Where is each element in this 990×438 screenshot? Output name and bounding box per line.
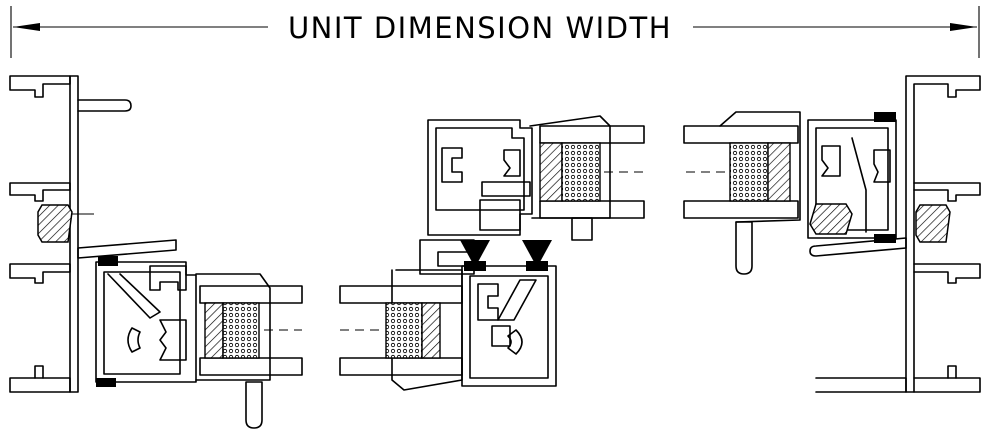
center-lower-spacer-core [385,302,423,359]
center-upper-sash [427,115,645,241]
center-left-fin-seal [460,240,490,262]
center-right-fin-seal [522,240,552,262]
center-left-gasket [464,261,486,271]
right-bottom-weatherstrip [874,234,896,243]
center-upper-spacer-hatch [539,142,563,202]
left-sash [95,256,271,429]
right-spacer-hatch [767,142,791,202]
center-lower-spacer-hatch [421,302,441,359]
right-thermal-break [915,204,951,243]
left-arrowhead [13,23,40,31]
right-jamb-frame [809,75,981,393]
left-thermal-break [37,204,73,243]
left-bottom-weatherstrip [96,378,116,387]
dimension-label: UNIT DIMENSION WIDTH [288,11,672,45]
right-spacer-core [729,142,769,202]
left-jamb-frame [9,75,177,393]
left-spacer-hatch [204,302,224,359]
dimension-line: UNIT DIMENSION WIDTH [10,6,980,58]
left-glazing-unit [199,285,303,376]
left-top-weatherstrip [98,256,118,266]
right-top-weatherstrip [874,112,896,122]
right-sash-thermal-break [809,203,853,235]
left-spacer-core [222,302,260,359]
center-right-gasket [526,261,548,271]
center-upper-spacer-core [561,142,601,202]
center-lower-sash [339,239,557,391]
right-arrowhead [950,23,977,31]
right-sash [683,111,897,275]
